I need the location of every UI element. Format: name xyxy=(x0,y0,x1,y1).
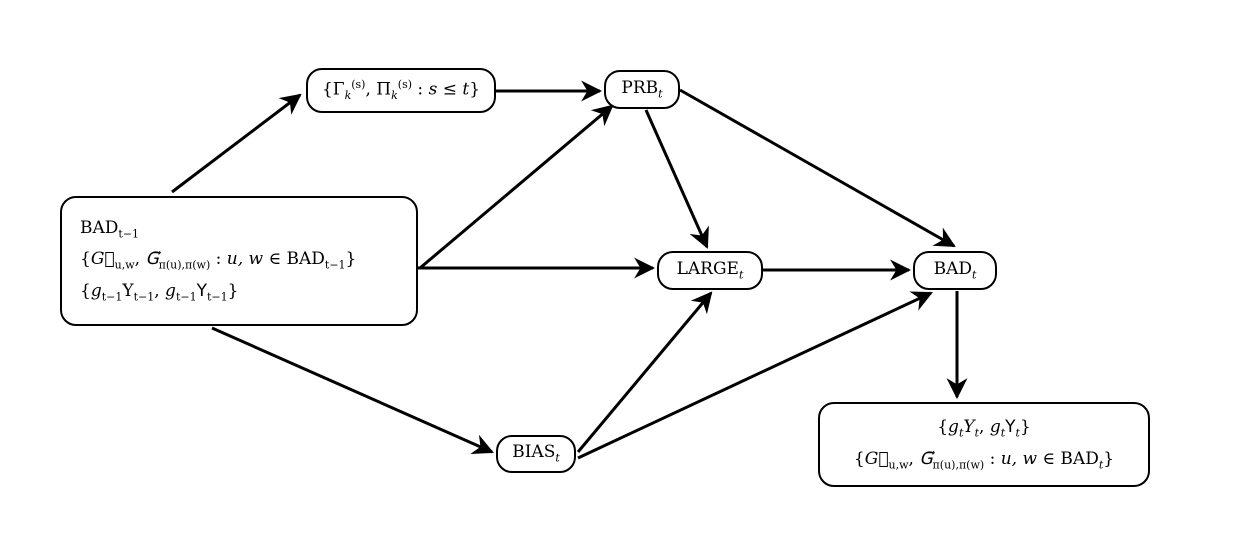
node-bias: BIASt xyxy=(496,435,576,473)
node-bias-label: BIASt xyxy=(512,442,560,465)
node-bad-previous: BADt−1 {G⃗u,w, 𝖦⃗π(u),π(w) : u, w ∈ BADt… xyxy=(60,196,418,326)
node-bad: BADt xyxy=(913,251,997,290)
node-bad-previous-line-1: BADt−1 xyxy=(80,218,140,241)
node-output-line-1: {gtYt, gt𝖸t} xyxy=(937,417,1031,440)
edge-bias-to-large xyxy=(576,291,713,453)
node-large-label: LARGEt xyxy=(676,258,744,282)
edge-bias-to-bad xyxy=(577,291,933,460)
node-gamma-pi-label: {Γk(s), Πk(s) : s ≤ t} xyxy=(321,78,481,103)
node-output-set: {gtYt, gt𝖸t} {G⃗u,w, 𝖦⃗π(u),π(w) : u, w … xyxy=(818,402,1150,487)
node-bad-label: BADt xyxy=(933,258,977,282)
node-output-line-2: {G⃗u,w, 𝖦⃗π(u),π(w) : u, w ∈ BADt} xyxy=(853,448,1115,471)
node-bad-previous-line-3: {gt−1Yt−1, gt−1𝖸t−1} xyxy=(80,280,239,303)
node-gamma-pi-set: {Γk(s), Πk(s) : s ≤ t} xyxy=(306,68,496,113)
node-bad-previous-line-2: {G⃗u,w, 𝖦⃗π(u),π(w) : u, w ∈ BADt−1} xyxy=(80,249,357,272)
node-large: LARGEt xyxy=(657,251,763,290)
edge-prb-to-large xyxy=(644,109,709,249)
edge-bad-prev-to-gamma-pi xyxy=(171,93,302,194)
node-prb: PRBt xyxy=(604,70,680,109)
edge-bad-prev-to-bias xyxy=(211,326,494,454)
node-prb-label: PRBt xyxy=(621,77,663,101)
edge-bad-prev-to-prb xyxy=(419,104,614,270)
edge-prb-to-bad xyxy=(679,88,956,248)
edges-group xyxy=(171,80,968,460)
